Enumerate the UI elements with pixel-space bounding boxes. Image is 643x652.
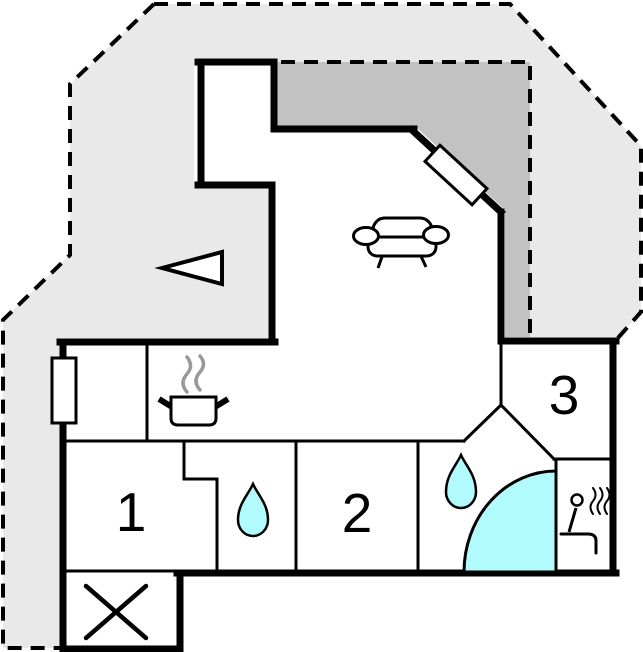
water-drop-icon (444, 451, 478, 510)
water-drop-icon (236, 480, 270, 538)
cooking-pot-icon (157, 354, 230, 427)
terrace-door (422, 143, 490, 207)
house-footprint (60, 58, 616, 652)
steam-icon (181, 354, 206, 394)
cross-symbol (83, 583, 149, 641)
room-label-3: 3 (549, 364, 580, 426)
sauna-steam-icon (589, 487, 611, 515)
exterior-walls (56, 58, 620, 652)
direction-triangle-icon (154, 249, 224, 287)
terrace-area (275, 62, 530, 340)
room-label-2: 2 (342, 482, 373, 544)
sofa-icon (352, 216, 450, 269)
room-label-1: 1 (116, 481, 147, 543)
sauna-icon (559, 487, 611, 555)
shower-basin (462, 469, 558, 574)
window (50, 356, 78, 425)
